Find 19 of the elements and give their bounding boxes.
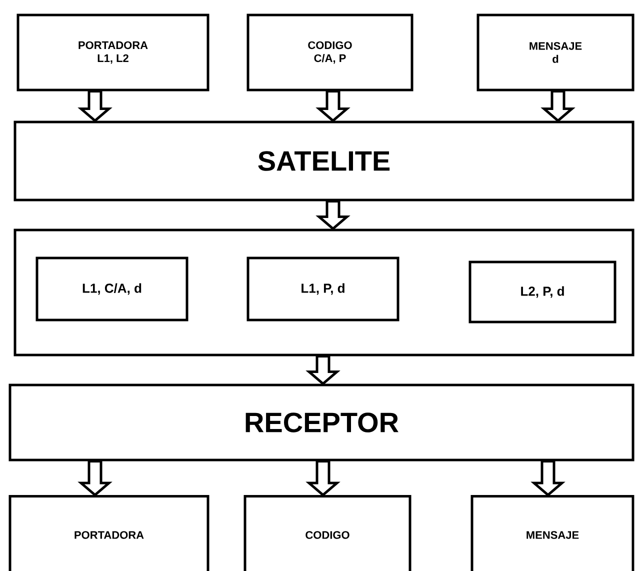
block-arrow xyxy=(306,355,340,386)
receiver-box: RECEPTOR xyxy=(8,384,634,462)
block-arrow xyxy=(316,200,350,230)
block-arrow xyxy=(540,90,576,122)
signal-box: L1, C/A, d xyxy=(36,256,188,322)
source-box: PORTADORA L1, L2 xyxy=(16,14,210,92)
output-box: CODIGO xyxy=(244,495,412,571)
output-box: PORTADORA xyxy=(8,495,210,571)
signal-box: L2, P, d xyxy=(468,260,616,324)
output-box: MENSAJE xyxy=(470,495,634,571)
block-arrow xyxy=(78,90,112,122)
source-box: CODIGO C/A, P xyxy=(246,14,414,92)
satellite-box: SATELITE xyxy=(14,120,634,202)
source-box: MENSAJE d xyxy=(476,14,634,92)
signal-box: L1, P, d xyxy=(246,256,400,322)
block-arrow xyxy=(316,90,350,122)
block-arrow xyxy=(78,460,112,497)
block-arrow xyxy=(306,460,340,497)
block-arrow xyxy=(530,460,566,497)
